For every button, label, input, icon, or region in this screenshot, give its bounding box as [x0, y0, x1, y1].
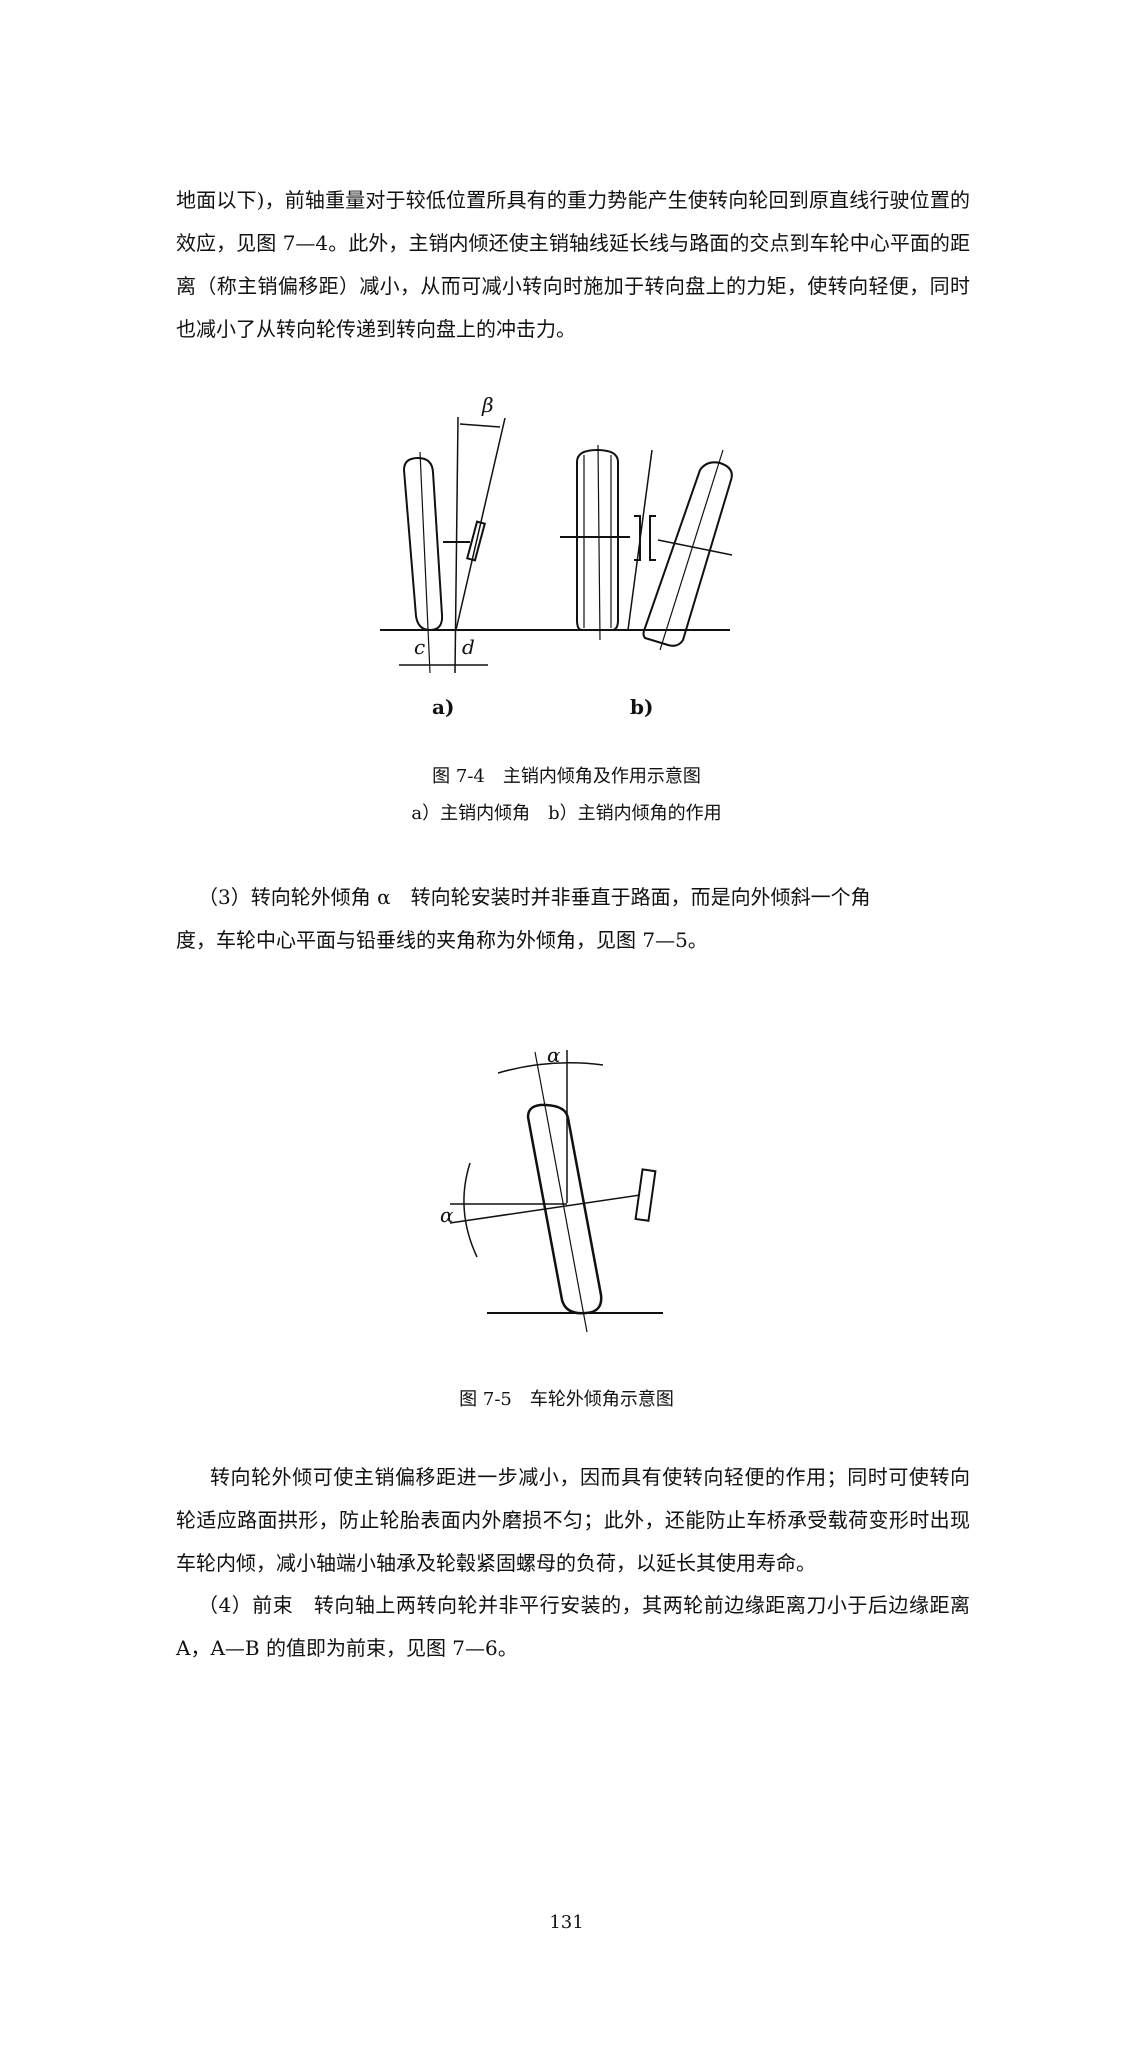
wheel-center-line	[659, 449, 724, 651]
text-line: 地面以下)，前轴重量对于较低位置所具有的重力势能产生使转向轮回到原直线行驶位置的	[176, 188, 970, 212]
text-line: 离（称主销偏移距）减小，从而可减小转向时施加于转向盘上的力矩，使转向轻便，同时	[176, 274, 970, 298]
page-number: 131	[549, 1912, 584, 1933]
kingpin-axis	[455, 417, 506, 631]
text-line: 轮适应路面拱形，防止轮胎表面内外磨损不匀；此外，还能防止车桥承受载荷变形时出现	[176, 1508, 970, 1532]
wheel-center-line	[534, 1051, 588, 1333]
d-label: d	[462, 635, 475, 659]
figure-7-5-caption: 图 7-5 车轮外倾角示意图	[459, 1389, 674, 1410]
axle-line	[449, 1194, 641, 1224]
text-line: （3）转向轮外倾角 α 转向轮安装时并非垂直于路面，而是向外倾斜一个角	[198, 885, 871, 909]
alpha-arc-left	[463, 1162, 478, 1258]
text-line: A，A—B 的值即为前束，见图 7—6。	[176, 1636, 518, 1660]
wheel-center-line	[419, 451, 431, 674]
text-line: 也减小了从转向轮传递到转向盘上的冲击力。	[176, 317, 576, 341]
kingpin-axis	[627, 449, 653, 631]
figure-7-4-diagram: β c d a) b)	[380, 393, 733, 719]
alpha-label-left: α	[440, 1203, 454, 1227]
wheel-b-tilted	[642, 461, 733, 647]
sub-label-b: b)	[630, 695, 653, 719]
beta-label: β	[481, 393, 494, 417]
wheel	[526, 1103, 603, 1315]
alpha-arc-top	[497, 1062, 604, 1074]
sub-label-a: a)	[432, 695, 454, 719]
vertical-line	[454, 416, 459, 674]
text-line: （4）前束 转向轴上两转向轮并非平行安装的，其两轮前边缘距离刀小于后边缘距离	[198, 1593, 970, 1617]
c-label: c	[414, 635, 425, 659]
beta-arrow	[459, 423, 501, 428]
wheel-b-upright	[576, 448, 619, 631]
hub	[634, 515, 656, 561]
figure-7-4-caption: 图 7-4 主销内倾角及作用示意图	[432, 766, 701, 787]
text-line: 车轮内倾，减小轴端小轴承及轮毂紧固螺母的负荷，以延长其使用寿命。	[176, 1551, 816, 1575]
wheel-center-line	[597, 444, 601, 641]
wheel-a	[402, 456, 444, 632]
text-line: 转向轮外倾可使主销偏移距进一步减小，因而具有使转向轻便的作用；同时可使转向	[210, 1465, 970, 1489]
figure-7-5-diagram: α α	[440, 1043, 663, 1333]
text-line: 度，车轮中心平面与铅垂线的夹角称为外倾角，见图 7—5。	[176, 928, 708, 952]
alpha-label-top: α	[547, 1043, 561, 1067]
text-line: 效应，见图 7—4。此外，主销内倾还使主销轴线延长线与路面的交点到车轮中心平面的…	[176, 231, 970, 255]
axle-line	[657, 539, 733, 556]
knuckle	[465, 520, 487, 562]
figure-7-4-subcaption: a）主销内倾角 b）主销内倾角的作用	[411, 803, 722, 824]
knuckle	[634, 1168, 657, 1222]
